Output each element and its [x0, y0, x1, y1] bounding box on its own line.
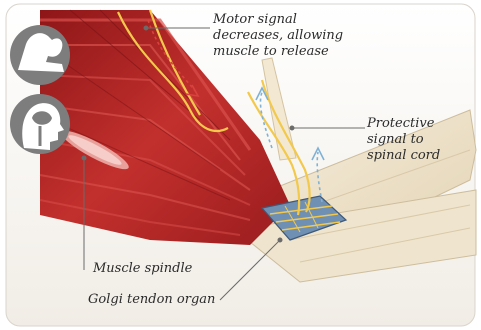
golgi-tendon-organ-label: Golgi tendon organ	[88, 292, 215, 308]
motor-signal-line-1: Motor signal	[213, 12, 343, 28]
motor-signal-label: Motor signal decreases, allowing muscle …	[213, 12, 343, 60]
protective-signal-line-1: Protective	[367, 116, 440, 132]
motor-signal-line-2: decreases, allowing	[213, 28, 343, 44]
motor-signal-line-3: muscle to release	[213, 44, 343, 60]
head-brain-icon	[10, 94, 70, 154]
protective-signal-line-2: signal to	[367, 132, 440, 148]
muscle-spindle-label: Muscle spindle	[93, 261, 192, 277]
protective-signal-label: Protective signal to spinal cord	[367, 116, 440, 164]
protective-signal-line-3: spinal cord	[367, 148, 440, 164]
muscle-arm-icon	[10, 25, 70, 85]
